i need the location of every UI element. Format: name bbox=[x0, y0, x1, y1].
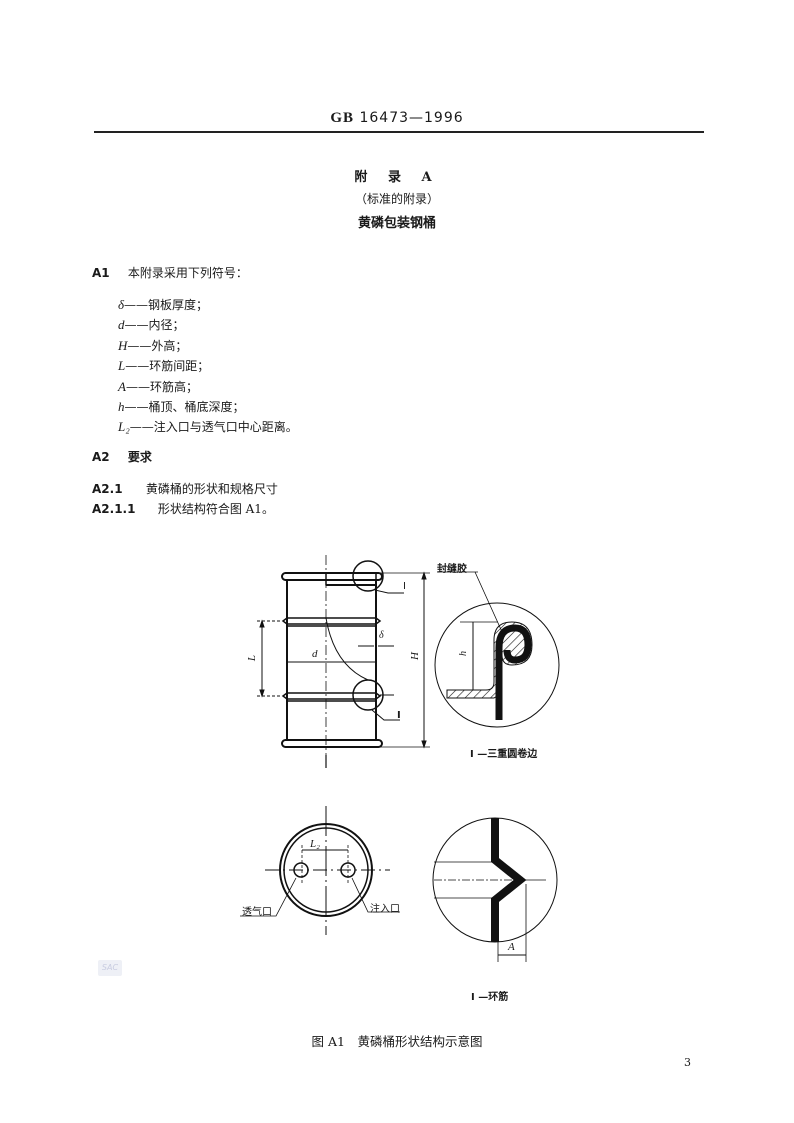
symbol-list: δ——钢板厚度； d——内径； H——外高； L——环筋间距； A——环筋高； … bbox=[118, 295, 298, 438]
standard-prefix: GB bbox=[330, 110, 355, 126]
barrel-side-view bbox=[257, 555, 430, 770]
section-a2-1-1: A2.1.1 形状结构符合图 A1。 bbox=[92, 500, 274, 517]
section-text: 要求 bbox=[127, 450, 152, 464]
appendix-subtitle: （标准的附录） bbox=[354, 192, 439, 206]
label-dim-h-outer: H bbox=[408, 652, 421, 660]
section-number: A2.1 bbox=[92, 482, 123, 496]
watermark-logo: SAC bbox=[98, 960, 122, 976]
symbol-item: A——环筋高； bbox=[118, 378, 198, 394]
symbol-item: δ——钢板厚度； bbox=[118, 297, 209, 312]
label-sealant: 封缝胶 bbox=[437, 564, 467, 575]
page-number: 3 bbox=[684, 1056, 691, 1069]
label-dim-a: A bbox=[508, 941, 515, 953]
section-a2: A2 要求 bbox=[92, 448, 152, 465]
standard-number: 16473—1996 bbox=[359, 110, 464, 126]
label-dim-delta: δ bbox=[379, 630, 384, 641]
caption-detail-seam: I —三重圆卷边 bbox=[470, 749, 538, 760]
barrel-top-view bbox=[240, 806, 400, 935]
section-number: A2 bbox=[92, 450, 110, 464]
section-text: 形状结构符合图 A1。 bbox=[157, 502, 274, 516]
detail-ring-rib bbox=[432, 817, 558, 962]
section-number: A2.1.1 bbox=[92, 502, 136, 516]
section-text: 黄磷桶的形状和规格尺寸 bbox=[145, 482, 278, 496]
symbol-item: h——桶顶、桶底深度； bbox=[118, 399, 245, 415]
caption-detail-rib: I —环筋 bbox=[471, 992, 509, 1003]
section-a2-1: A2.1 黄磷桶的形状和规格尺寸 bbox=[92, 480, 278, 497]
section-number: A1 bbox=[92, 266, 110, 280]
label-inlet: 注入口 bbox=[370, 904, 400, 915]
symbol-item: H——外高； bbox=[118, 337, 188, 353]
label-detail-i-top: I bbox=[403, 581, 406, 592]
label-dim-d: d bbox=[312, 648, 318, 660]
appendix-name: 黄磷包装钢桶 bbox=[357, 216, 436, 231]
symbol-item: d——内径； bbox=[118, 317, 185, 333]
symbol-item: L——环筋间距； bbox=[118, 358, 210, 374]
label-dim-l: L bbox=[246, 654, 259, 662]
label-detail-i-rib: I bbox=[397, 710, 401, 721]
detail-triple-seam bbox=[434, 571, 560, 728]
header-rule bbox=[94, 131, 704, 133]
standard-number-header: GB 16473—1996 bbox=[0, 110, 794, 127]
label-dim-l2: L₂ bbox=[310, 838, 320, 850]
label-dim-h: h bbox=[458, 651, 469, 656]
appendix-title: 附 录 A bbox=[354, 170, 440, 185]
figure-caption: 图 A1 黄磷桶形状结构示意图 bbox=[311, 1034, 483, 1049]
label-vent: 透气口 bbox=[242, 907, 272, 918]
symbol-item: L₂——注入口与透气口中心距离。 bbox=[118, 419, 298, 435]
section-text: 本附录采用下列符号： bbox=[127, 266, 248, 280]
section-a1: A1 本附录采用下列符号： bbox=[92, 264, 248, 281]
